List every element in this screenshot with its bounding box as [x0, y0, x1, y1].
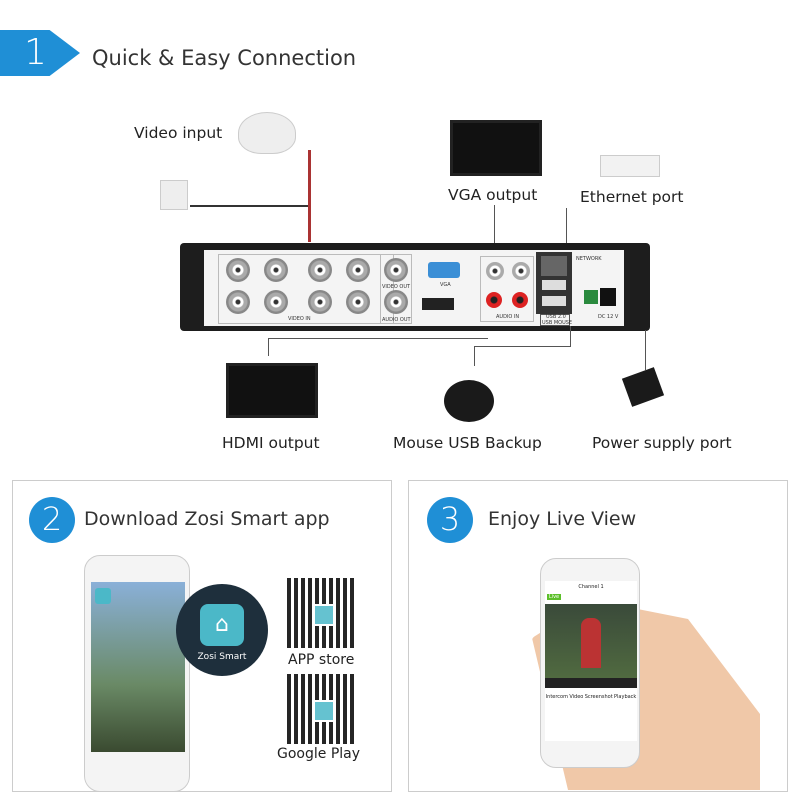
usb-mouse: [444, 380, 494, 422]
screen-title: Channel 1: [578, 584, 604, 590]
zosi-smart-app-icon[interactable]: ⌂: [200, 604, 244, 646]
control-intercom[interactable]: Intercom: [545, 694, 568, 700]
qr-google-play: [287, 674, 357, 744]
label-app-store[interactable]: APP store: [288, 652, 355, 668]
step-3-badge: 3: [427, 497, 473, 543]
phone-live-view: Channel 1 Live Intercom Video Screenshot…: [540, 558, 640, 768]
control-screenshot[interactable]: Screenshot: [584, 694, 613, 700]
usb-port: [542, 296, 566, 306]
step-2-card: [12, 480, 392, 792]
label-ethernet-port: Ethernet port: [580, 188, 684, 206]
label-vga-output: VGA output: [448, 186, 538, 204]
vga-port: [428, 262, 460, 278]
label-video-input: Video input: [134, 124, 223, 142]
usb-label: USB 2.0: [546, 314, 566, 320]
section-title-live-view: Enjoy Live View: [488, 508, 637, 530]
app-name: Zosi Smart: [197, 652, 247, 662]
hdmi-monitor: [226, 363, 318, 418]
live-video: [545, 604, 637, 678]
label-power-supply: Power supply port: [592, 434, 732, 452]
hdmi-port: [422, 298, 454, 310]
usb-mouse-label: USB MOUSE: [542, 320, 573, 326]
label-mouse-usb: Mouse USB Backup: [393, 434, 542, 452]
usb-label-box: [540, 314, 570, 326]
label-google-play[interactable]: Google Play: [277, 746, 361, 762]
dvr-rear-panel: VIDEO IN VIDEO OUT AUDIO OUT VGA AUDIO I…: [204, 250, 624, 326]
ethernet-port: [541, 256, 567, 276]
label-hdmi-output: HDMI output: [222, 434, 320, 452]
live-badge: Live: [547, 594, 561, 600]
router: [600, 155, 660, 177]
control-playback[interactable]: Playback: [614, 694, 637, 700]
step-2-badge: 2: [29, 497, 75, 543]
step-1-badge: 1: [0, 30, 80, 76]
section-title-connection: Quick & Easy Connection: [92, 46, 357, 70]
vga-monitor: [450, 120, 542, 176]
qr-app-store: [287, 578, 357, 648]
usb-port: [542, 280, 566, 290]
control-video[interactable]: Video: [569, 694, 584, 700]
power-adapter: [621, 367, 665, 407]
dc-power-port: [600, 288, 616, 306]
section-title-download: Download Zosi Smart app: [84, 508, 330, 530]
dome-camera: [238, 112, 296, 154]
step-3-card: [408, 480, 788, 792]
phone-home-screen: [84, 555, 190, 792]
wall-outlet: [160, 180, 188, 210]
